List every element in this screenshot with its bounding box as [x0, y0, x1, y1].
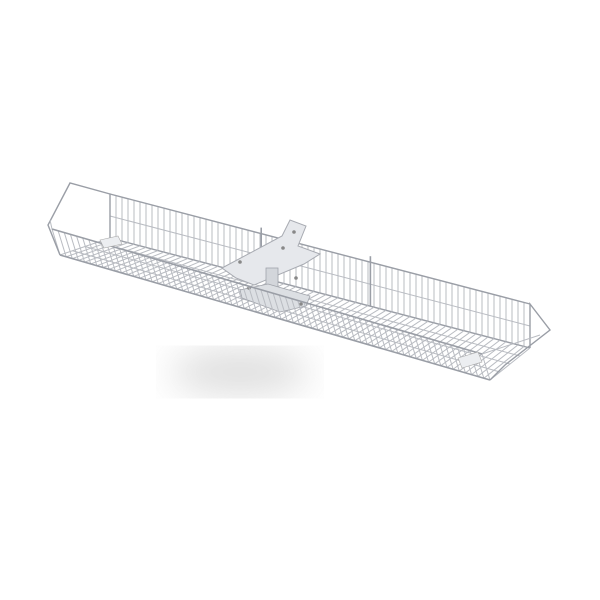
front-vertical-wire: [211, 275, 221, 302]
front-vertical-wire: [112, 246, 122, 274]
front-vertical-wire: [340, 312, 350, 340]
front-vertical-wire: [186, 268, 196, 295]
front-vertical-wire: [450, 344, 460, 372]
front-vertical-wire: [162, 260, 172, 288]
front-vertical-wire: [241, 284, 251, 311]
bolt: [294, 276, 298, 280]
front-vertical-wire: [383, 325, 393, 352]
left-end-wire: [49, 219, 53, 230]
front-vertical-wire: [69, 234, 79, 261]
bolt: [281, 246, 285, 250]
front-vertical-wire: [143, 255, 153, 282]
front-vertical-wire: [395, 328, 405, 356]
front-vertical-wire: [364, 319, 374, 347]
front-vertical-wire: [389, 327, 399, 354]
bolt: [299, 302, 303, 306]
front-vertical-wire: [309, 303, 319, 331]
front-vertical-wire: [88, 239, 98, 266]
front-vertical-wire: [303, 302, 313, 329]
front-vertical-wire: [155, 259, 165, 286]
front-vertical-wire: [149, 257, 159, 284]
front-vertical-wire: [327, 309, 337, 336]
front-vertical-wire: [63, 232, 73, 259]
front-vertical-wire: [266, 291, 276, 318]
front-vertical-wire: [254, 287, 264, 315]
front-vertical-wire: [358, 318, 368, 345]
front-vertical-wire: [284, 296, 294, 324]
front-top-rail: [51, 228, 483, 355]
front-vertical-wire: [131, 252, 141, 279]
front-vertical-wire: [481, 353, 491, 381]
front-vertical-wire: [297, 300, 307, 327]
left-end-frame: [47, 182, 111, 256]
front-vertical-wire: [413, 334, 423, 361]
front-vertical-wire: [278, 294, 288, 322]
front-vertical-wire: [168, 262, 178, 290]
front-vertical-wire: [248, 285, 258, 313]
floor-long-wire: [72, 250, 501, 373]
front-vertical-wire: [370, 321, 380, 349]
front-vertical-wire: [291, 298, 301, 325]
front-vertical-wire: [334, 310, 344, 338]
front-vertical-wire: [217, 277, 227, 304]
front-vertical-wire: [407, 332, 417, 359]
front-vertical-wire: [401, 330, 411, 357]
front-vertical-wire: [444, 343, 454, 370]
front-vertical-wire: [198, 271, 208, 299]
bolt: [292, 230, 296, 234]
front-vertical-wire: [377, 323, 387, 350]
front-vertical-wire: [180, 266, 190, 293]
front-vertical-wire: [137, 253, 147, 281]
floor-shadow: [170, 350, 310, 394]
front-vertical-wire: [94, 241, 104, 268]
front-wall-wires: [47, 182, 551, 381]
front-bottom-rail: [59, 254, 491, 381]
front-vertical-wire: [125, 250, 135, 277]
front-vertical-wire: [119, 248, 129, 275]
front-vertical-wire: [352, 316, 362, 343]
front-vertical-wire: [315, 305, 325, 332]
end-plate-left: [99, 235, 123, 249]
front-vertical-wire: [223, 278, 233, 306]
front-vertical-wire: [346, 314, 356, 341]
front-vertical-wire: [192, 269, 202, 297]
front-vertical-wire: [57, 230, 67, 257]
front-vertical-wire: [100, 243, 110, 270]
right-end-wire: [481, 334, 541, 355]
front-vertical-wire: [205, 273, 215, 300]
back-mid-rail: [109, 215, 531, 327]
bracket-top-plate: [221, 219, 322, 286]
front-vertical-wire: [420, 335, 430, 363]
end-plate-right: [457, 351, 483, 369]
front-vertical-wire: [272, 293, 282, 320]
bolt: [238, 260, 242, 264]
front-vertical-wire: [106, 244, 116, 272]
front-vertical-wire: [432, 339, 442, 366]
front-vertical-wire: [260, 289, 270, 316]
back-top-rail: [109, 193, 531, 305]
right-end-frame: [489, 301, 551, 381]
front-vertical-wire: [426, 337, 436, 365]
front-vertical-wire: [321, 307, 331, 334]
front-vertical-wire: [174, 264, 184, 291]
front-vertical-wire: [438, 341, 448, 368]
front-vertical-wire: [235, 282, 245, 309]
front-vertical-wire: [229, 280, 239, 307]
front-vertical-wire: [82, 237, 92, 265]
front-vertical-wire: [76, 235, 86, 263]
